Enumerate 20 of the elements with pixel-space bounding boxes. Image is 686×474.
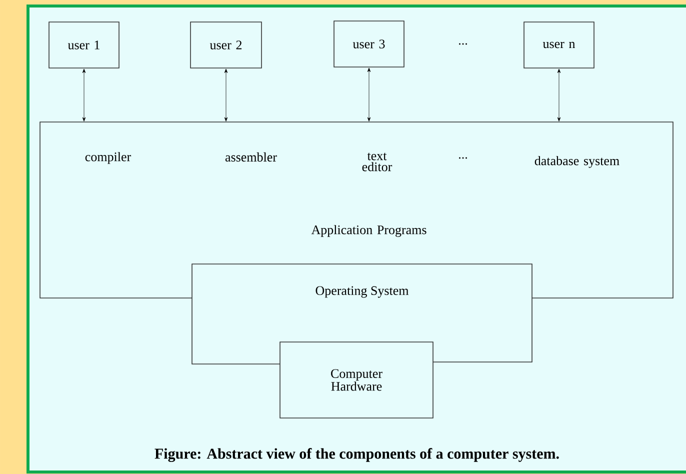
arrow xyxy=(557,68,561,122)
arrow xyxy=(367,68,371,122)
program-label: database system xyxy=(534,156,620,168)
user-box: user 3 xyxy=(334,20,404,68)
user-box: user 1 xyxy=(48,22,120,68)
program-label: assembler xyxy=(225,152,277,162)
layer-label: Application Programs xyxy=(311,225,426,237)
caption: Figure: Abstract view of the components of a computer system. xyxy=(154,448,559,462)
arrow xyxy=(224,68,228,122)
layer-outline xyxy=(40,122,674,298)
ellipsis: ... xyxy=(459,43,468,45)
user-box: user n xyxy=(524,22,594,68)
program-label: text editor xyxy=(362,152,392,172)
arrow xyxy=(82,68,86,122)
layer-outline xyxy=(192,264,532,364)
user-box: user 2 xyxy=(190,22,262,68)
program-label: ... xyxy=(459,157,468,159)
hardware-box: Computer Hardware xyxy=(280,342,434,418)
program-label: compiler xyxy=(85,152,131,164)
layer-label: Operating System xyxy=(316,286,409,298)
